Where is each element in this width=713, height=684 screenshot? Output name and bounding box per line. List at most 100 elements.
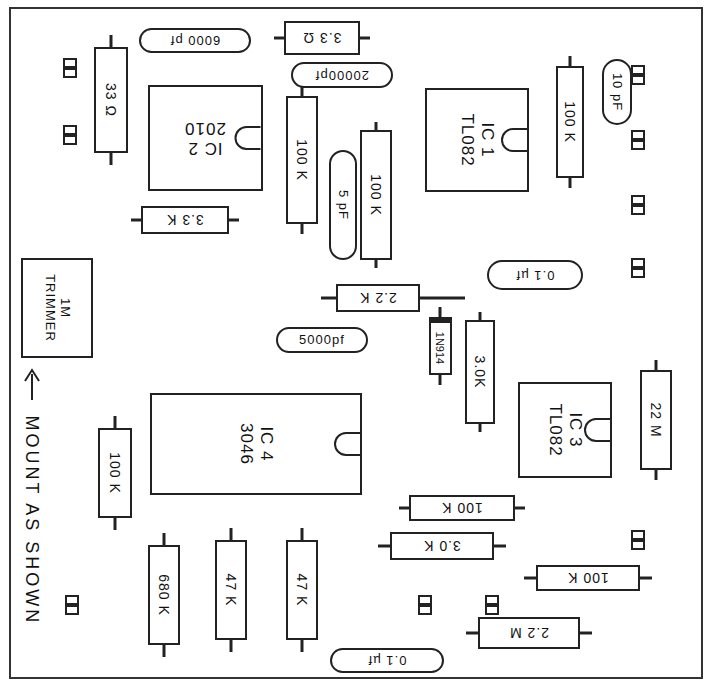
- component-lead: [439, 307, 442, 317]
- ic-notch: [236, 127, 261, 149]
- text-holder: 0.1 µf: [516, 268, 555, 283]
- part-label: 2010: [184, 118, 226, 138]
- component-lead: [479, 424, 482, 432]
- text-holder: 100 K: [107, 452, 123, 494]
- pad-outline: [64, 126, 76, 144]
- text-holder: 3.0 K: [423, 538, 461, 554]
- text-holder: 100 K: [562, 101, 578, 143]
- ic-package: IC 1TL082: [425, 88, 529, 192]
- part-label: 100 K: [294, 139, 310, 181]
- part-label: 3.0K: [472, 356, 488, 389]
- pad-outline: [632, 259, 644, 277]
- resistor-body: 2.2 M: [478, 617, 580, 649]
- part-label: 1N914: [434, 332, 447, 364]
- part-label: TRIMMER: [42, 274, 57, 342]
- pad-bar: [632, 266, 644, 270]
- part-label: 2.2 M: [509, 625, 549, 641]
- pad-outline: [632, 196, 644, 214]
- ic-notch: [585, 419, 610, 441]
- lead-group: [111, 35, 656, 657]
- pad-outline: [632, 66, 644, 84]
- component-lead: [375, 122, 378, 130]
- text-holder: IC 43046: [236, 423, 275, 465]
- component-lead: [114, 416, 117, 428]
- board-outline: [10, 8, 702, 678]
- text-holder: 33 Ω: [103, 83, 119, 117]
- part-label: 6000 pf: [170, 33, 220, 48]
- part-label: IC 3: [565, 403, 585, 456]
- resistor-body: 100 K: [98, 428, 132, 518]
- pad-outline: [486, 596, 498, 614]
- text-holder: 1MTRIMMER: [42, 274, 72, 342]
- text-holder: 22 M: [648, 402, 664, 437]
- resistor-body: 3.0 K: [390, 532, 494, 560]
- pad-outline: [632, 131, 644, 149]
- part-label: 2.2 K: [359, 290, 397, 306]
- part-label: 100 K: [441, 500, 483, 516]
- component-lead: [114, 518, 117, 530]
- resistor-body: 3.0K: [465, 320, 495, 424]
- part-label: 3.3 Ω: [303, 30, 342, 46]
- component-lead: [163, 533, 166, 545]
- capacitor-body: 10 pF: [602, 59, 632, 125]
- text-holder: 5000pf: [299, 333, 345, 348]
- capacitor-body: 20000pf: [291, 62, 393, 88]
- trimmer-body: 1MTRIMMER: [21, 258, 93, 358]
- text-holder: 100 K: [567, 570, 609, 586]
- pad-group: [64, 59, 644, 614]
- part-label: 1M: [57, 274, 72, 342]
- component-lead: [110, 35, 113, 47]
- component-lead: [301, 528, 304, 540]
- component-lead: [375, 260, 378, 268]
- component-lead: [569, 178, 572, 188]
- pad-bar: [632, 538, 644, 542]
- component-lead: [439, 375, 442, 385]
- ic-notch: [502, 129, 527, 151]
- solder-pad: [486, 596, 498, 614]
- text-holder: 3.0K: [472, 356, 488, 389]
- solder-pad: [632, 196, 644, 214]
- text-holder: 100 K: [294, 139, 310, 181]
- component-lead: [301, 640, 304, 652]
- resistor-body: 100 K: [286, 96, 318, 224]
- solder-pad: [632, 66, 644, 84]
- text-holder: 20000pf: [315, 68, 369, 83]
- part-label: 5 pF: [336, 190, 351, 220]
- component-lead: [110, 153, 113, 165]
- part-label: 100 K: [562, 101, 578, 143]
- resistor-body: 47 K: [215, 540, 247, 640]
- part-label: 3.3 K: [166, 212, 204, 228]
- component-lead: [274, 37, 284, 40]
- pad-bar: [486, 603, 498, 607]
- pad-bar: [632, 138, 644, 142]
- component-lead: [580, 632, 592, 635]
- text-holder: 3.3 K: [166, 212, 204, 228]
- solder-pad: [632, 131, 644, 149]
- text-holder: 3.3 Ω: [303, 30, 342, 46]
- component-lead: [131, 219, 141, 222]
- solder-pad: [64, 126, 76, 144]
- text-holder: IC 1TL082: [457, 113, 496, 166]
- capacitor-body: 5 pF: [329, 150, 357, 260]
- text-holder: 2.2 M: [509, 625, 549, 641]
- component-lead: [640, 577, 652, 580]
- resistor-body: 22 M: [640, 370, 672, 470]
- solder-pad: [632, 531, 644, 549]
- component-lead: [229, 219, 239, 222]
- text-holder: 6000 pf: [170, 33, 220, 48]
- component-lead: [378, 545, 390, 548]
- text-holder: 0.1 µf: [368, 653, 407, 668]
- component-lead: [420, 297, 465, 300]
- text-holder: 47 K: [223, 574, 239, 607]
- part-label: 47 K: [294, 574, 310, 607]
- text-holder: 2.2 K: [359, 290, 397, 306]
- resistor-body: 33 Ω: [94, 47, 128, 153]
- component-lead: [479, 312, 482, 320]
- text-holder: 100 K: [368, 174, 384, 216]
- text-holder: 680 K: [156, 574, 172, 616]
- part-label: 0.1 µf: [516, 268, 555, 283]
- resistor-body: 3.3 K: [141, 206, 229, 234]
- capacitor-body: 5000pf: [276, 327, 368, 353]
- pad-bar: [64, 133, 76, 137]
